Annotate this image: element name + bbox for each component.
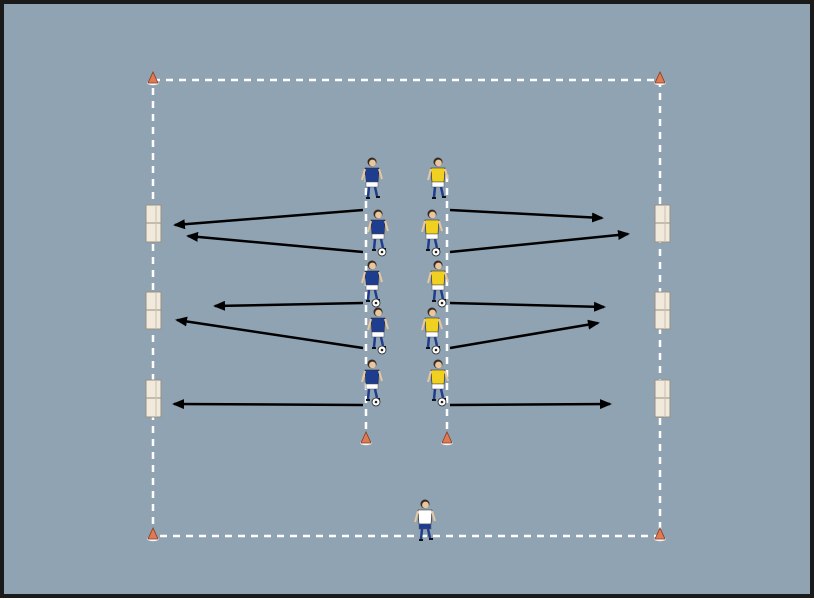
cone-icon	[441, 431, 453, 446]
pass-arrow-icon	[449, 301, 606, 312]
cone-icon	[654, 527, 666, 542]
blue-player-icon	[361, 157, 383, 199]
mini-goal-icon	[654, 204, 671, 243]
mini-goal-icon	[145, 291, 162, 330]
pass-arrow-icon	[449, 399, 612, 410]
ball-icon	[377, 247, 387, 257]
ball-icon	[437, 397, 447, 407]
pass-arrow-icon	[449, 230, 630, 254]
pass-arrow-icon	[173, 208, 364, 230]
ball-icon	[377, 345, 387, 355]
blue-player-icon	[361, 260, 383, 308]
yellow-player-icon	[427, 260, 449, 308]
pass-arrow-icon	[449, 208, 604, 223]
pass-arrow-icon	[449, 319, 600, 350]
cone-icon	[147, 71, 159, 86]
blue-player-icon	[361, 359, 383, 407]
mini-goal-icon	[654, 291, 671, 330]
mini-goal-icon	[145, 204, 162, 243]
mini-goal-icon	[145, 379, 162, 418]
ball-icon	[371, 397, 381, 407]
yellow-player-icon	[427, 359, 449, 407]
cone-icon	[147, 527, 159, 542]
coach-icon	[414, 499, 436, 541]
ball-icon	[431, 345, 441, 355]
cone-icon	[360, 431, 372, 446]
pass-arrow-icon	[186, 231, 364, 254]
pass-arrow-icon	[172, 399, 364, 410]
blue-player-icon	[367, 307, 389, 355]
cone-icon	[654, 71, 666, 86]
ball-icon	[371, 298, 381, 308]
mini-goal-icon	[654, 379, 671, 418]
yellow-player-icon	[427, 157, 449, 199]
pass-arrow-icon	[213, 300, 364, 311]
blue-player-icon	[367, 209, 389, 257]
yellow-player-icon	[421, 209, 443, 257]
pass-arrow-icon	[175, 316, 364, 350]
ball-icon	[437, 298, 447, 308]
ball-icon	[431, 247, 441, 257]
yellow-player-icon	[421, 307, 443, 355]
